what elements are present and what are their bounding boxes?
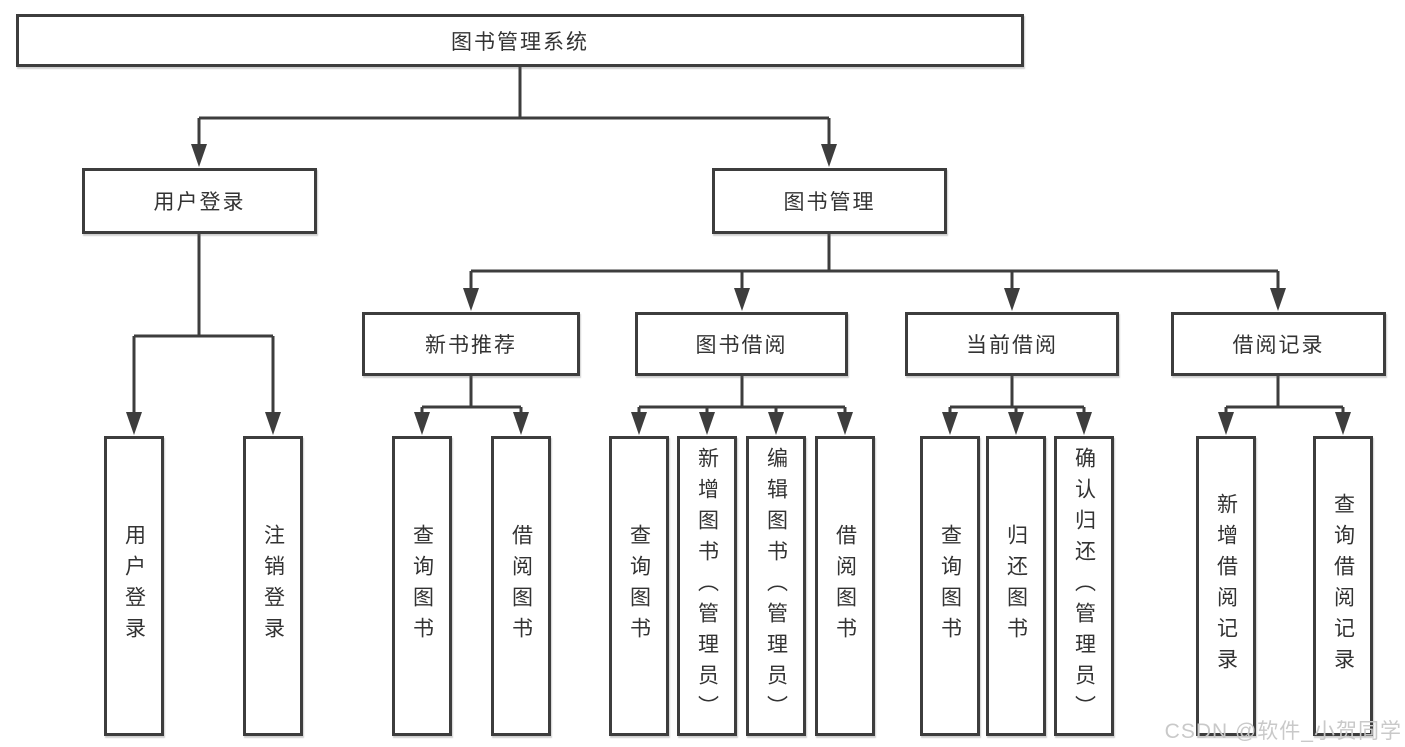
arrow-down-icon bbox=[631, 412, 647, 435]
leaf-label: 查询图书 bbox=[410, 524, 434, 648]
leaf-add-borrow-record: 新增借阅记录 bbox=[1196, 436, 1256, 736]
arrow-down-icon bbox=[734, 288, 750, 311]
arrow-down-icon bbox=[821, 144, 837, 167]
node-book-management: 图书管理 bbox=[712, 168, 947, 234]
node-current-borrowing: 当前借阅 bbox=[905, 312, 1119, 376]
arrowheads bbox=[126, 144, 1351, 435]
leaf-query-books-recommend: 查询图书 bbox=[392, 436, 452, 736]
leaf-label: 编辑图书（管理员） bbox=[764, 446, 788, 726]
leaf-borrow-books-recommend: 借阅图书 bbox=[491, 436, 551, 736]
connector-root-to-level2 bbox=[197, 67, 831, 162]
leaf-label: 新增图书（管理员） bbox=[695, 446, 719, 726]
arrow-down-icon bbox=[942, 412, 958, 435]
leaf-logout: 注销登录 bbox=[243, 436, 303, 736]
arrow-down-icon bbox=[1270, 288, 1286, 311]
connector-user-login-to-leaves bbox=[132, 234, 275, 430]
arrow-down-icon bbox=[699, 412, 715, 435]
arrow-down-icon bbox=[126, 412, 142, 435]
leaf-add-book-admin: 新增图书（管理员） bbox=[677, 436, 737, 736]
leaf-user-login: 用户登录 bbox=[104, 436, 164, 736]
leaf-label: 查询图书 bbox=[938, 524, 962, 648]
arrow-down-icon bbox=[463, 288, 479, 311]
leaf-edit-book-admin: 编辑图书（管理员） bbox=[746, 436, 806, 736]
leaf-label: 用户登录 bbox=[122, 524, 146, 648]
leaf-label: 查询借阅记录 bbox=[1331, 493, 1355, 679]
leaf-label: 借阅图书 bbox=[509, 524, 533, 648]
leaf-label: 借阅图书 bbox=[833, 524, 857, 648]
arrow-down-icon bbox=[768, 412, 784, 435]
leaf-return-books: 归还图书 bbox=[986, 436, 1046, 736]
connector-book-borrow-to-leaves bbox=[637, 376, 847, 430]
leaf-label: 确认归还（管理员） bbox=[1072, 446, 1096, 726]
leaf-query-books-borrow: 查询图书 bbox=[609, 436, 669, 736]
arrow-down-icon bbox=[414, 412, 430, 435]
leaf-label: 新增借阅记录 bbox=[1214, 493, 1238, 679]
arrow-down-icon bbox=[1076, 412, 1092, 435]
arrow-down-icon bbox=[513, 412, 529, 435]
leaf-label: 归还图书 bbox=[1004, 524, 1028, 648]
arrow-down-icon bbox=[265, 412, 281, 435]
node-library-management-system: 图书管理系统 bbox=[16, 14, 1024, 67]
watermark: CSDN @软件_小贺同学 bbox=[1164, 720, 1402, 743]
leaf-borrow-books: 借阅图书 bbox=[815, 436, 875, 736]
arrow-down-icon bbox=[1218, 412, 1234, 435]
node-user-login: 用户登录 bbox=[82, 168, 317, 234]
arrow-down-icon bbox=[1004, 288, 1020, 311]
arrow-down-icon bbox=[1335, 412, 1351, 435]
connector-book-management-to-level3 bbox=[469, 234, 1280, 306]
node-borrowing-records: 借阅记录 bbox=[1171, 312, 1386, 376]
leaf-label: 查询图书 bbox=[627, 524, 651, 648]
leaf-confirm-return-admin: 确认归还（管理员） bbox=[1054, 436, 1114, 736]
arrow-down-icon bbox=[191, 144, 207, 167]
leaf-query-books-current: 查询图书 bbox=[920, 436, 980, 736]
leaf-label: 注销登录 bbox=[261, 524, 285, 648]
connector-borrow-records-to-leaves bbox=[1224, 376, 1345, 430]
arrow-down-icon bbox=[837, 412, 853, 435]
connector-new-book-to-leaves bbox=[420, 376, 523, 430]
leaf-query-borrow-record: 查询借阅记录 bbox=[1313, 436, 1373, 736]
node-book-borrowing: 图书借阅 bbox=[635, 312, 848, 376]
arrow-down-icon bbox=[1008, 412, 1024, 435]
node-new-book-recommendation: 新书推荐 bbox=[362, 312, 580, 376]
